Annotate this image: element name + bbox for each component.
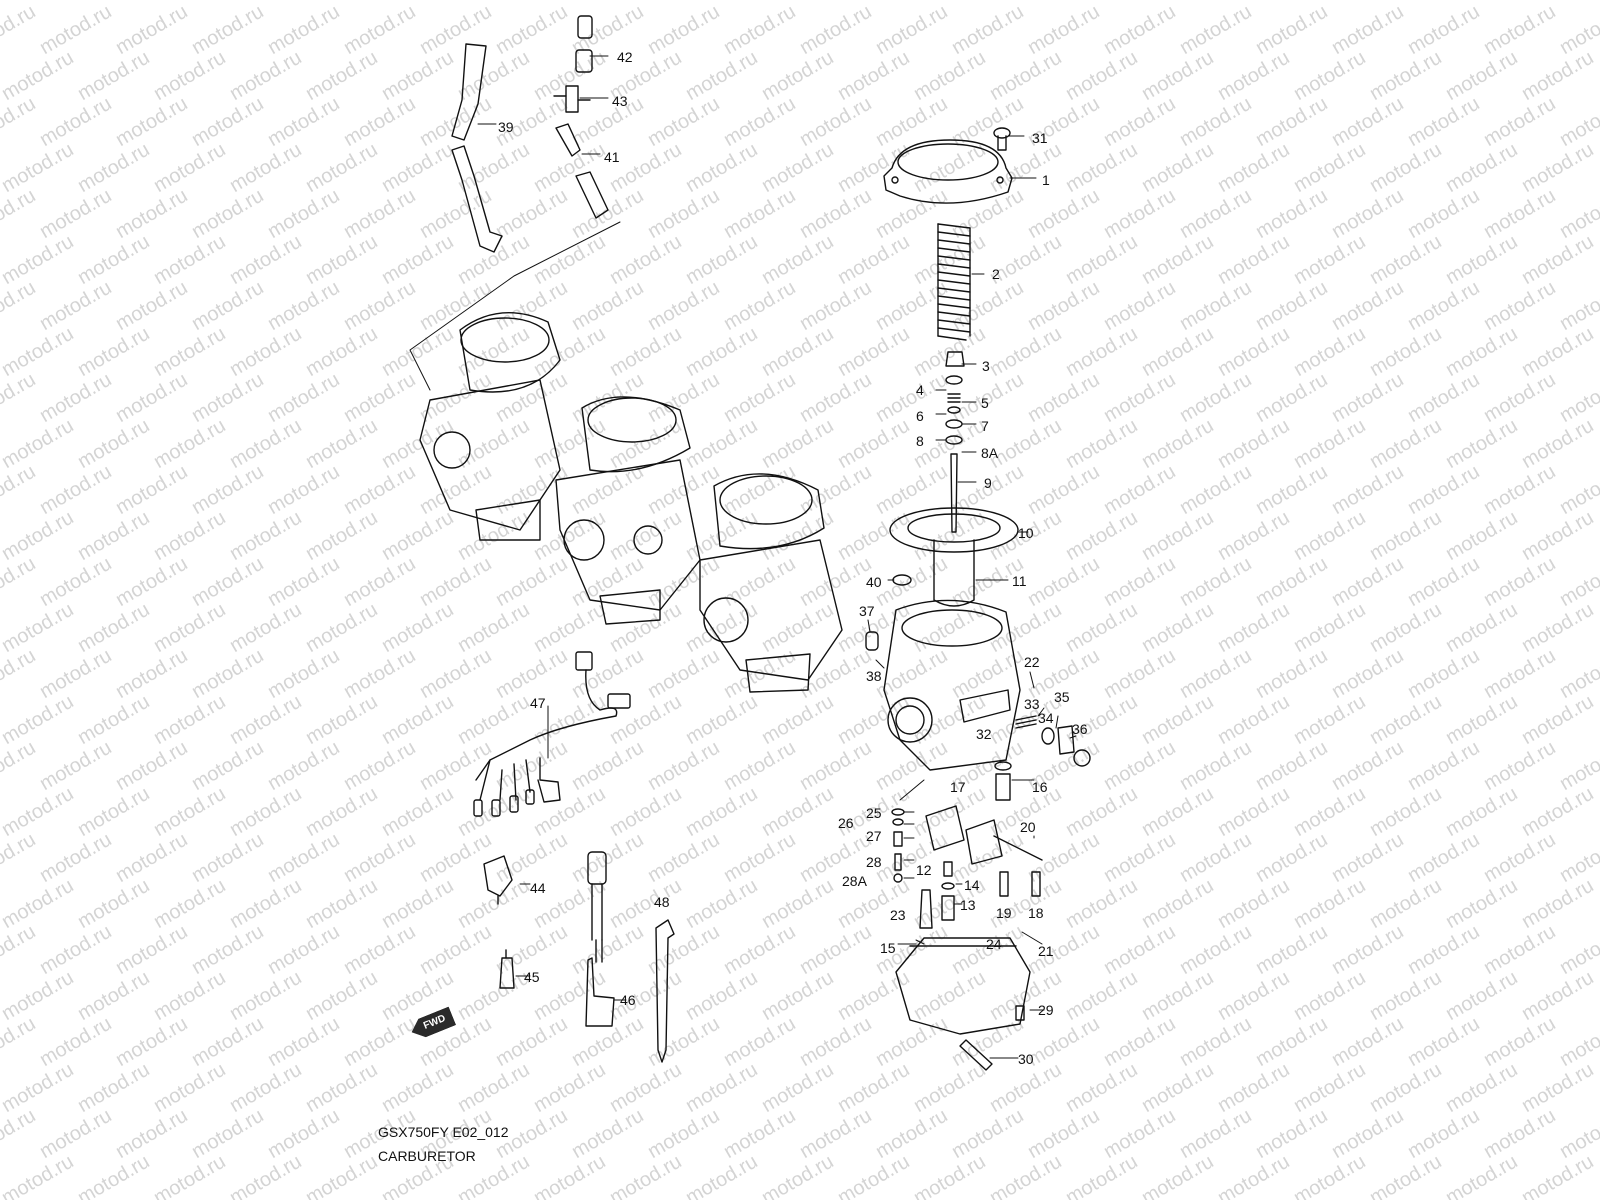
float-pin-20 <box>993 835 1043 861</box>
cap-37 <box>865 631 879 651</box>
part-label-1: 1 <box>1042 172 1050 188</box>
part-label-31: 31 <box>1032 130 1048 146</box>
part-label-14: 14 <box>964 877 980 893</box>
part-label-20: 20 <box>1020 819 1036 835</box>
part-label-11: 11 <box>1012 573 1027 589</box>
carburetor-body-2 <box>555 396 701 625</box>
part-label-33: 33 <box>1024 696 1040 712</box>
piston-valve-11 <box>933 539 975 607</box>
part-label-28: 28 <box>866 854 882 870</box>
part-label-28a: 28A <box>842 873 867 889</box>
part-label-37: 37 <box>859 603 875 619</box>
part-label-16: 16 <box>1032 779 1048 795</box>
part-label-29: 29 <box>1038 1002 1054 1018</box>
part-label-5: 5 <box>981 395 989 411</box>
carburetor-body-1 <box>419 312 561 541</box>
part-label-7: 7 <box>981 418 989 434</box>
plug-16 <box>994 761 1012 801</box>
part-label-39: 39 <box>498 119 514 135</box>
part-label-13: 13 <box>960 897 976 913</box>
drain-screw-30 <box>959 1039 993 1071</box>
heater-46 <box>585 851 615 1027</box>
part-label-41: 41 <box>604 149 620 165</box>
sensor-44 <box>483 855 513 905</box>
part-label-38: 38 <box>866 668 882 684</box>
parts-33-36 <box>1015 715 1091 767</box>
o-ring-40 <box>892 574 912 586</box>
part-label-35: 35 <box>1054 689 1070 705</box>
part-label-30: 30 <box>1018 1051 1034 1067</box>
part-label-19: 19 <box>996 905 1012 921</box>
carb-body-exploded <box>883 599 1021 771</box>
part-label-26: 26 <box>838 815 854 831</box>
washers-4-8a <box>945 375 963 445</box>
leader-lines <box>477 55 1077 1059</box>
hose-39 <box>451 43 503 253</box>
part-label-4: 4 <box>916 382 924 398</box>
sensor-45 <box>499 949 515 989</box>
clamp-48 <box>655 919 675 1063</box>
part-label-18: 18 <box>1028 905 1044 921</box>
part-label-24: 24 <box>986 936 1002 952</box>
part-label-12: 12 <box>916 862 932 878</box>
part-label-46: 46 <box>620 992 636 1008</box>
jet-23 <box>919 889 933 929</box>
spring-2 <box>937 223 971 341</box>
diagram-title: CARBURETOR <box>378 1148 476 1164</box>
jets-12-14 <box>941 861 955 921</box>
part-label-42: 42 <box>617 49 633 65</box>
part-label-40: 40 <box>866 574 882 590</box>
part-label-48: 48 <box>654 894 670 910</box>
hose-42 <box>575 15 593 73</box>
part-label-10: 10 <box>1018 525 1034 541</box>
diaphragm-10 <box>889 507 1019 553</box>
carburetor-body-3 <box>699 473 843 693</box>
part-label-8a: 8A <box>981 445 999 461</box>
part-label-44: 44 <box>530 880 546 896</box>
diagram-code: GSX750FY E02_012 <box>378 1124 509 1140</box>
screw-29 <box>1015 1005 1025 1021</box>
part-label-6: 6 <box>916 408 924 424</box>
part-label-8: 8 <box>916 433 924 449</box>
part-label-27: 27 <box>866 828 882 844</box>
part-label-34: 34 <box>1038 710 1054 726</box>
part-label-9: 9 <box>984 475 992 491</box>
part-label-25: 25 <box>866 805 882 821</box>
part-label-47: 47 <box>530 695 546 711</box>
top-cap-1 <box>883 139 1013 204</box>
part-label-23: 23 <box>890 907 906 923</box>
part-label-17: 17 <box>950 779 966 795</box>
part-label-21: 21 <box>1038 943 1054 959</box>
float-chamber-21 <box>895 937 1031 1035</box>
part-label-2: 2 <box>992 266 1000 282</box>
screws-18-19 <box>999 871 1041 897</box>
needle-holder-3 <box>945 351 965 367</box>
float-17 <box>925 805 1003 865</box>
part-label-15: 15 <box>880 940 896 956</box>
part-label-45: 45 <box>524 969 540 985</box>
part-label-22: 22 <box>1024 654 1040 670</box>
screw-31 <box>993 127 1011 151</box>
part-label-32: 32 <box>976 726 992 742</box>
part-label-43: 43 <box>612 93 628 109</box>
wiring-harness-47 <box>473 651 631 817</box>
jet-needle-9 <box>950 453 958 533</box>
part-label-36: 36 <box>1072 721 1088 737</box>
joint-43 <box>553 85 591 113</box>
small-parts-25-28 <box>891 808 905 883</box>
hose-41 <box>555 123 609 219</box>
part-label-3: 3 <box>982 358 990 374</box>
